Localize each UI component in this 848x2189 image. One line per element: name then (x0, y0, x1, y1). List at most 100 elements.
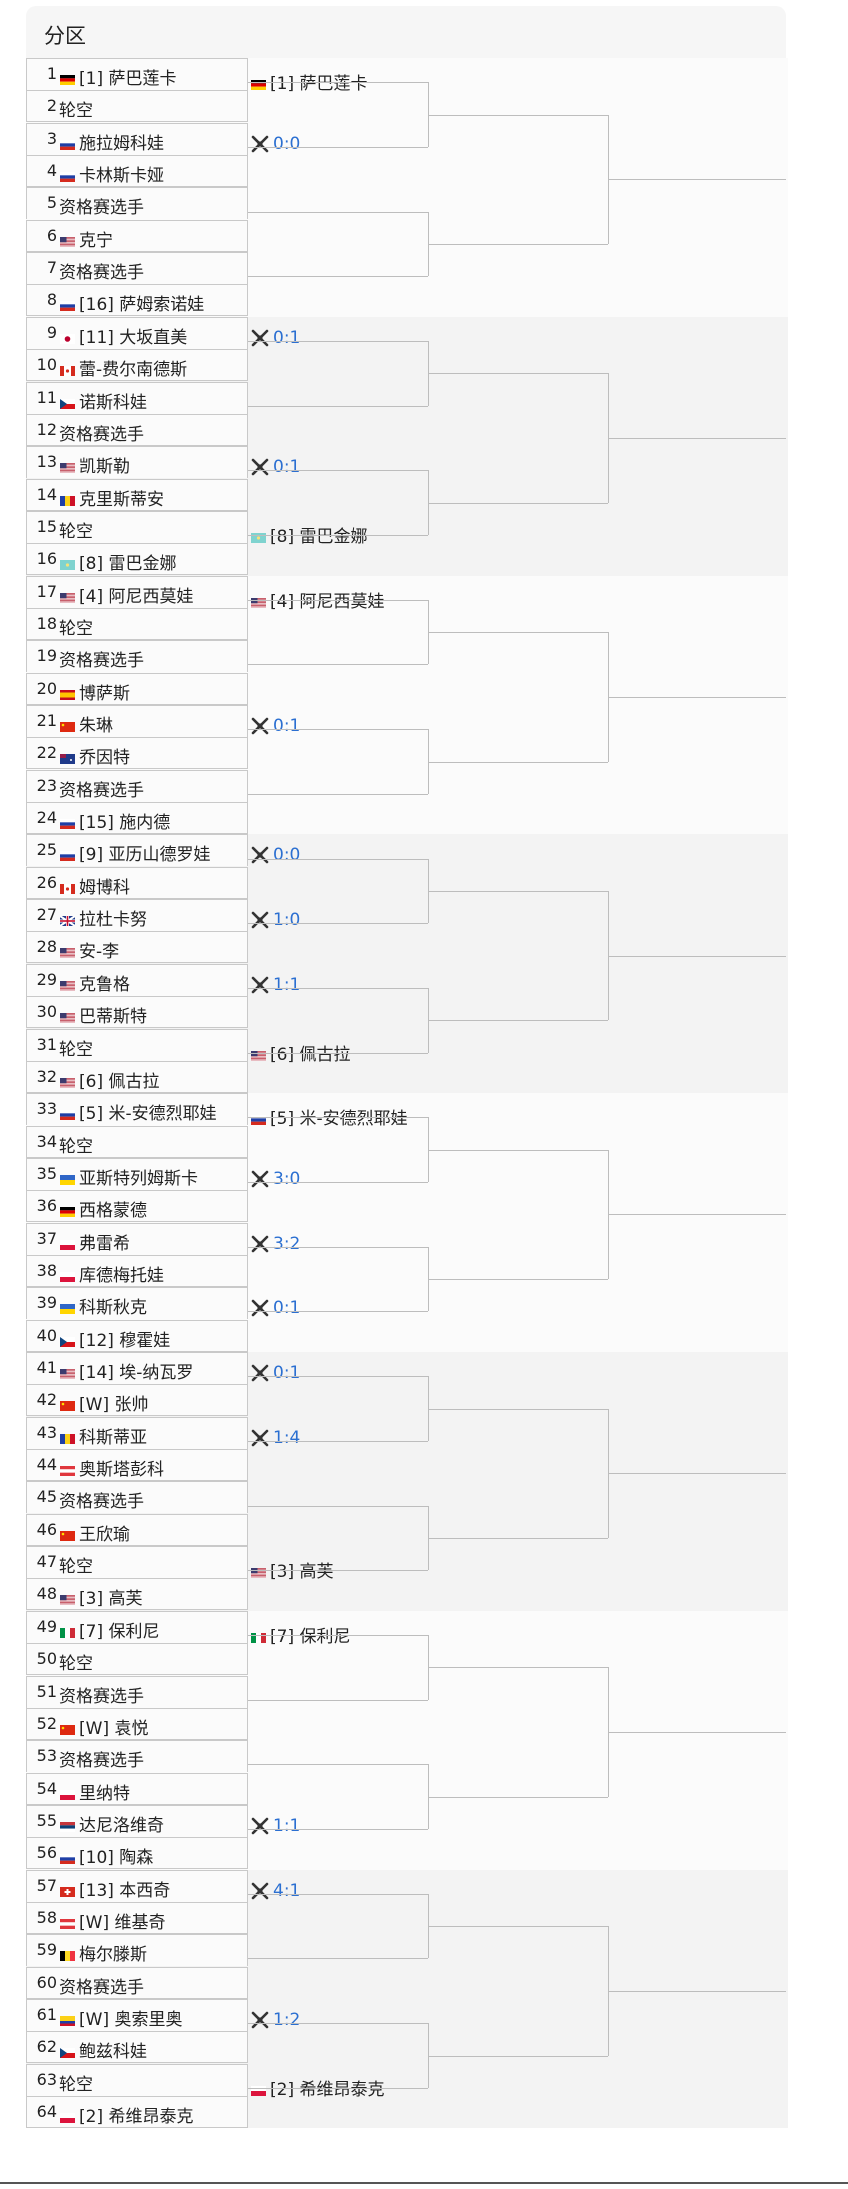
flag-icon (251, 1628, 266, 1643)
head-to-head-score[interactable]: 0:0 (273, 133, 301, 154)
bracket-connector (608, 114, 609, 244)
round2-slot (251, 193, 441, 225)
draw-position: 32 (36, 1066, 57, 1086)
draw-position: 26 (36, 872, 57, 892)
head-to-head-score[interactable]: 0:1 (273, 1298, 301, 1319)
bracket-connector (248, 1570, 428, 1572)
draw-position: 46 (36, 1519, 57, 1539)
player-name: [10] 陶森 (79, 1848, 154, 1869)
bracket-connector (428, 2055, 608, 2057)
player-name: 资格赛选手 (59, 1686, 144, 1707)
flag-icon (251, 528, 266, 543)
player-name: 亚斯特列姆斯卡 (79, 1168, 198, 1189)
flag-icon (60, 1332, 75, 1347)
draw-entry: 57[13] 本西奇 (26, 1869, 248, 1902)
draw-position: 52 (36, 1713, 57, 1733)
bracket-connector (608, 1732, 786, 1734)
draw-position: 59 (36, 1940, 57, 1960)
bracket-connector (248, 340, 428, 342)
flag-icon (60, 1202, 75, 1218)
head-to-head-score[interactable]: 1:0 (273, 910, 301, 931)
advanced-player-name: [1] 萨巴莲卡 (270, 74, 368, 94)
head-to-head-icon[interactable] (251, 846, 269, 864)
advanced-player-name: [4] 阿尼西莫娃 (270, 591, 385, 612)
section-header: 分区 (26, 6, 786, 58)
head-to-head-icon[interactable] (251, 135, 269, 153)
bracket-connector (248, 405, 428, 407)
flag-icon (60, 1073, 75, 1088)
head-to-head-icon[interactable] (251, 1429, 269, 1447)
head-to-head-score[interactable]: 1:2 (273, 2010, 301, 2030)
head-to-head-score[interactable]: 0:1 (273, 457, 301, 478)
draw-position: 29 (36, 969, 57, 989)
flag-icon (60, 1461, 75, 1477)
head-to-head-icon[interactable] (251, 458, 269, 476)
player-name: [1] 萨巴莲卡 (79, 69, 177, 89)
draw-entry: 25[9] 亚历山德罗娃 (26, 834, 248, 867)
head-to-head-score[interactable]: 0:1 (273, 327, 301, 348)
head-to-head-icon[interactable] (251, 1170, 269, 1188)
player-name: [12] 穆霍娃 (79, 1330, 171, 1351)
round2-slot: 1:0 (251, 905, 441, 937)
bracket-connector (248, 1246, 428, 1248)
player-name: [14] 埃-纳瓦罗 (79, 1363, 194, 1383)
head-to-head-icon[interactable] (251, 1817, 269, 1835)
head-to-head-score[interactable]: 3:2 (273, 1233, 301, 1254)
player-name: 拉杜卡努 (79, 910, 147, 931)
player-name: 科斯秋克 (79, 1298, 147, 1319)
round2-slot: [7] 保利尼 (251, 1617, 441, 1649)
bracket-connector (248, 470, 428, 472)
bracket-connector (608, 1473, 786, 1475)
draw-position: 36 (36, 1196, 57, 1216)
head-to-head-score[interactable]: 1:1 (273, 974, 301, 995)
bracket-connector (608, 955, 786, 957)
head-to-head-score[interactable]: 0:1 (273, 1363, 301, 1383)
draw-position: 19 (36, 646, 57, 666)
draw-position: 12 (36, 419, 57, 439)
advanced-player-name: [6] 佩古拉 (270, 1044, 351, 1065)
head-to-head-score[interactable]: 3:0 (273, 1168, 301, 1189)
flag-icon (60, 1623, 75, 1638)
player-name: [W] 袁悦 (79, 1718, 149, 1739)
head-to-head-score[interactable]: 0:1 (273, 716, 301, 736)
flag-icon (60, 2011, 75, 2026)
head-to-head-icon[interactable] (251, 717, 269, 735)
flag-icon (60, 685, 75, 700)
player-name: 资格赛选手 (59, 1751, 144, 1772)
head-to-head-score[interactable]: 1:1 (273, 1815, 301, 1836)
round2-slot: [3] 高芙 (251, 1552, 441, 1584)
round2-slot: 1:1 (251, 1811, 441, 1843)
flag-icon (60, 976, 75, 991)
draw-position: 10 (36, 355, 57, 375)
draw-entry: 58[W] 维基奇 (26, 1901, 248, 1934)
head-to-head-score[interactable]: 4:1 (273, 1880, 301, 1901)
head-to-head-icon[interactable] (251, 976, 269, 994)
flag-icon (251, 1046, 266, 1061)
head-to-head-icon[interactable] (251, 1882, 269, 1900)
player-name: 轮空 (59, 1136, 93, 1157)
head-to-head-score[interactable]: 1:4 (273, 1427, 301, 1448)
bracket-connector (428, 1149, 608, 1151)
head-to-head-score[interactable]: 0:0 (273, 845, 301, 866)
draw-position: 60 (36, 1972, 57, 1992)
player-name: 施拉姆科娃 (79, 133, 164, 154)
flag-icon (60, 1946, 75, 1962)
head-to-head-icon[interactable] (251, 329, 269, 347)
player-name: 巴蒂斯特 (79, 1007, 147, 1028)
head-to-head-icon[interactable] (251, 2011, 269, 2029)
bracket-connector (248, 1829, 428, 1831)
draw-position: 11 (36, 387, 57, 407)
head-to-head-icon[interactable] (251, 1364, 269, 1382)
flag-icon (60, 361, 75, 377)
head-to-head-icon[interactable] (251, 911, 269, 929)
head-to-head-icon[interactable] (251, 1235, 269, 1253)
draw-position: 27 (36, 905, 57, 925)
head-to-head-icon[interactable] (251, 1299, 269, 1317)
